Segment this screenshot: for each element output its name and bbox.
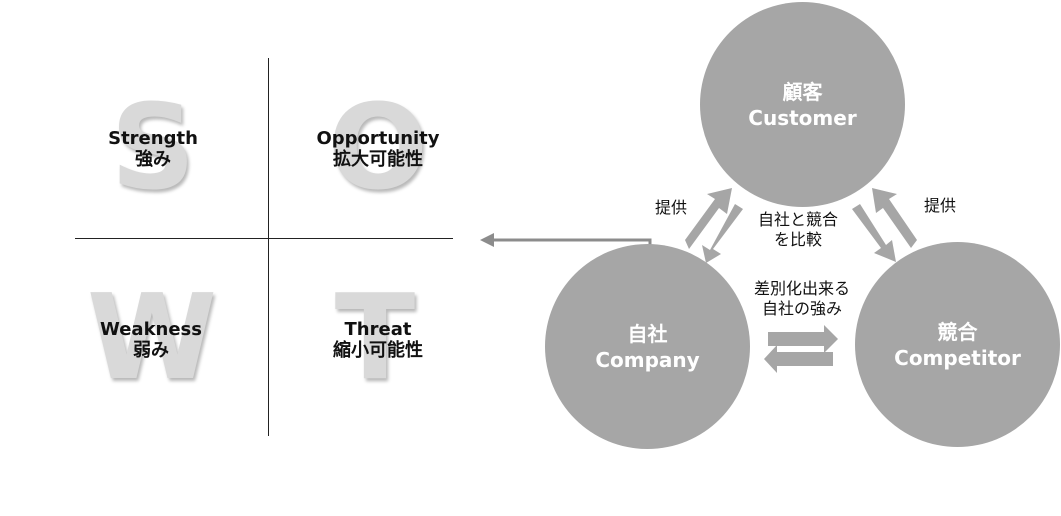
company-circle: 自社 Company [545,244,750,449]
weakness-label: Weakness 弱み [51,319,251,361]
strength-en: Strength [108,128,198,149]
threat-label: Threat 縮小可能性 [278,319,478,361]
link-arrow-head [480,233,494,247]
swot-horizontal-divider [75,238,453,239]
strength-ja: 強み [135,149,171,170]
arrow-customer-to-competitor [852,204,896,262]
arrow-company-to-competitor [768,325,838,353]
weakness-ja: 弱み [133,340,169,361]
provide-right-label: 提供 [923,196,956,215]
customer-ja: 顧客 [782,79,823,104]
arrow-competitor-to-customer [872,188,917,248]
threat-ja: 縮小可能性 [333,340,423,361]
weakness-en: Weakness [100,319,202,340]
compare-label: 自社と競合 を比較 [742,210,854,250]
customer-circle: 顧客 Customer [700,2,905,207]
provide-left-label: 提供 [654,198,687,217]
differentiate-label: 差別化出来る 自社の強み [733,279,871,319]
differentiate-line1: 差別化出来る [753,279,850,298]
competitor-circle: 競合 Competitor [855,242,1060,447]
compare-line1: 自社と競合 [757,210,838,229]
opportunity-label: Opportunity 拡大可能性 [278,128,478,170]
company-en: Company [595,347,700,372]
opportunity-en: Opportunity [316,128,440,149]
swot-vertical-divider [268,58,269,436]
strength-label: Strength 強み [53,128,253,170]
arrow-company-to-customer [685,188,732,249]
threat-en: Threat [344,319,412,340]
company-ja: 自社 [627,321,668,346]
competitor-ja: 競合 [937,319,978,344]
opportunity-ja: 拡大可能性 [333,149,423,170]
letter-o: O [327,78,429,216]
arrow-competitor-to-company [764,345,833,373]
arrow-customer-to-company [702,204,743,263]
letter-s: S [110,78,196,216]
letter-w: W [86,268,218,406]
competitor-en: Competitor [894,345,1021,370]
letter-t: T [334,268,416,406]
differentiate-line2: 自社の強み [761,299,842,318]
compare-line2: を比較 [773,230,822,249]
customer-en: Customer [748,105,857,130]
